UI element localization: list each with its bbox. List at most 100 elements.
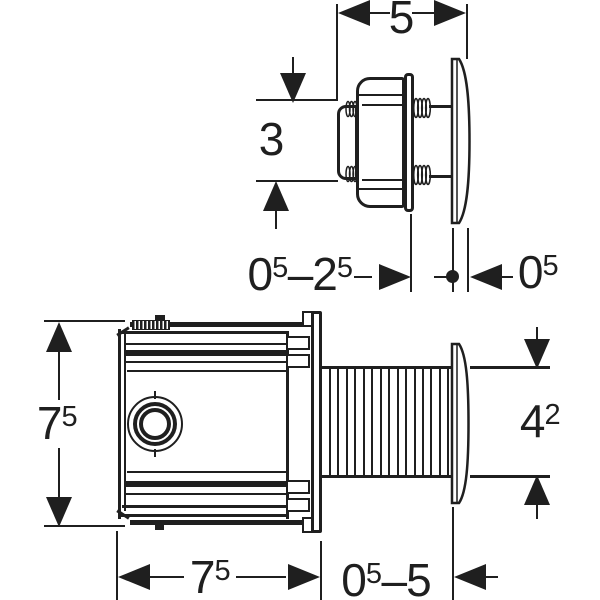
body-line — [362, 179, 403, 181]
dimension-line — [292, 57, 294, 79]
dim-label-plate-thickness: 05 — [517, 246, 559, 298]
center-tick — [154, 449, 156, 457]
tube-rib — [380, 369, 382, 475]
spring-coil-icon — [345, 100, 358, 118]
latch-tab — [286, 336, 310, 350]
dim-label-total-width: 5 — [388, 0, 415, 43]
tube-rib — [388, 369, 390, 475]
latch-tab — [286, 354, 310, 368]
box-rib-line — [124, 493, 288, 495]
extension-line — [452, 228, 454, 292]
dim-arrow-right — [434, 0, 466, 26]
extension-line — [256, 180, 338, 182]
dimension-line — [486, 576, 498, 578]
tube-rib — [354, 369, 356, 475]
dimension-line — [148, 576, 184, 578]
extension-line — [336, 4, 338, 100]
box-front-inner-edge — [124, 334, 126, 511]
box-rib-line — [127, 370, 288, 372]
latch-tab — [286, 480, 310, 494]
tube-rib — [422, 369, 424, 475]
dim-arrow-up — [524, 475, 550, 505]
dimension-line — [275, 207, 277, 229]
cover-plate — [450, 57, 471, 225]
cover-plate — [450, 342, 470, 505]
dimension-line — [58, 448, 60, 497]
box-top-face-line — [122, 331, 288, 334]
knockout-inner-circle — [139, 408, 171, 440]
box-bottom-face-line — [122, 505, 288, 508]
tube-rib — [439, 369, 441, 475]
tube-rib — [397, 369, 399, 475]
mounting-frame-plate — [311, 311, 322, 533]
extension-line — [44, 320, 125, 322]
dim-arrow-right — [379, 264, 411, 290]
dimension-line — [536, 327, 538, 341]
tube-rib — [346, 369, 348, 475]
tube-rib — [447, 369, 449, 475]
body-line — [362, 104, 403, 106]
dim-label-box-width: 75 — [189, 551, 231, 600]
tube-rib — [337, 369, 339, 475]
dim-arrow-down — [46, 497, 72, 527]
serrated-clip — [132, 320, 170, 330]
dimension-line — [412, 12, 436, 14]
tube-rib — [430, 369, 432, 475]
dim-arrow-right — [288, 564, 320, 590]
tube-rib — [329, 369, 331, 475]
box-bottom-rail — [130, 520, 303, 525]
button-body — [356, 77, 405, 208]
dim-arrow-left — [454, 564, 486, 590]
spring-coil-icon — [345, 165, 358, 183]
tube-rib — [363, 369, 365, 475]
dim-label-sleeve-length: 05–5 — [341, 554, 431, 600]
dim-label-box-height: 75 — [36, 397, 78, 449]
dim-arrow-left — [338, 0, 370, 26]
box-rib-band — [124, 481, 288, 487]
tube-rib — [414, 369, 416, 475]
center-tick — [154, 391, 156, 399]
extension-line — [470, 475, 550, 478]
mounting-flange — [404, 73, 414, 212]
tube-rib — [405, 369, 407, 475]
dimension-line — [536, 503, 538, 519]
dimension-line — [500, 276, 513, 278]
extension-line — [320, 541, 322, 600]
dim-arrow-down — [280, 73, 306, 103]
sleeve-top-edge — [322, 366, 452, 369]
box-front-edge — [118, 329, 121, 519]
extension-line — [467, 228, 469, 292]
box-back-edge — [286, 331, 289, 519]
extension-line — [452, 507, 454, 600]
body-shoulder-line — [359, 94, 403, 96]
dim-arrow-down — [524, 339, 550, 369]
dim-label-plate-diameter: 42 — [519, 395, 561, 447]
shaft-line — [429, 175, 452, 178]
dim-arrow-left — [118, 564, 150, 590]
clip-tab — [155, 315, 165, 321]
dim-arrow-up — [263, 181, 289, 211]
knockout-mid-circle — [133, 402, 177, 446]
latch-tab — [286, 498, 310, 512]
shaft-line — [429, 105, 452, 108]
spring-coil-icon — [412, 97, 432, 119]
dimension-line — [354, 276, 372, 278]
dimension-line — [434, 276, 448, 278]
body-shoulder-line — [359, 188, 403, 190]
dimension-line — [236, 576, 286, 578]
extension-line — [410, 214, 412, 292]
dimension-line — [58, 350, 60, 400]
extension-line — [44, 525, 125, 527]
dimension-line — [368, 12, 390, 14]
sleeve-bottom-edge — [322, 475, 452, 478]
extension-line — [116, 531, 118, 600]
box-top-rail — [130, 322, 303, 327]
box-rib-line — [127, 471, 288, 473]
box-rib-line — [124, 361, 288, 363]
extension-line — [470, 366, 550, 369]
clip-tab — [155, 524, 164, 530]
